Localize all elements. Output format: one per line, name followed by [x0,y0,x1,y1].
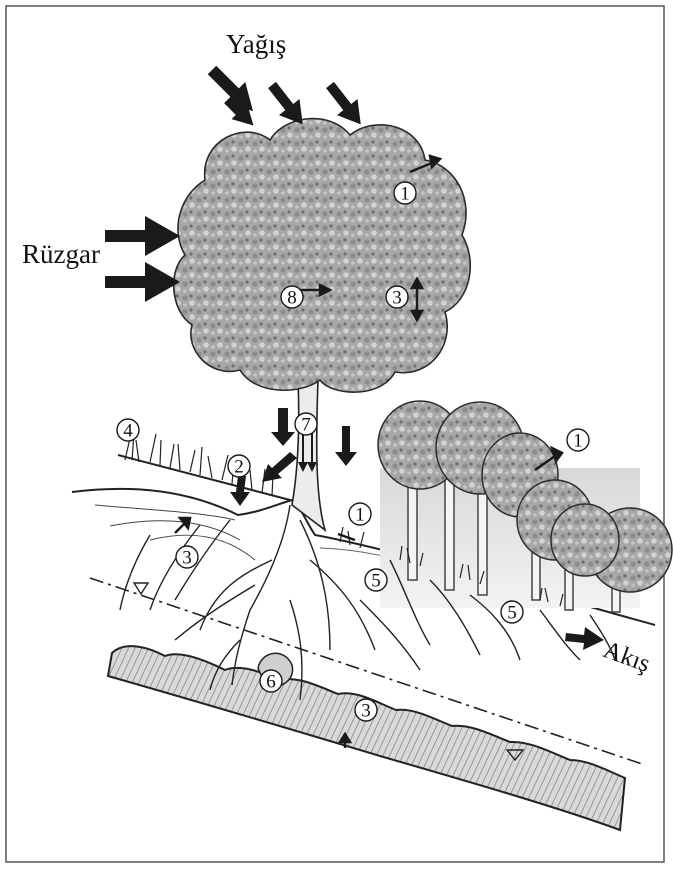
marker-3-left: 3 [182,548,192,569]
marker-7: 7 [301,415,311,436]
marker-5-a: 5 [371,571,381,592]
wind-label: Rüzgar [22,239,100,269]
bedrock-layer [108,646,625,830]
precipitation-label: Yağış [226,29,286,59]
tree-trunk [292,380,325,530]
precipitation-arrows [201,59,371,133]
marker-8: 8 [287,288,297,309]
marker-2: 2 [234,457,244,478]
marker-3-lower: 3 [361,701,371,722]
tree-canopy [174,119,471,393]
marker-3-canopy: 3 [392,288,402,309]
runoff-arrow [565,627,604,650]
wind-arrows [105,216,180,302]
marker-4: 4 [123,421,133,442]
marker-5-b: 5 [507,603,517,624]
forest-stand [378,401,672,612]
marker-6: 6 [266,672,276,693]
marker-1-ground: 1 [355,505,365,526]
marker-1-canopy: 1 [400,184,410,205]
marker-1-right-tree: 1 [573,431,583,452]
water-table-marker-left [134,583,148,594]
flow-label: Akış [600,636,654,678]
